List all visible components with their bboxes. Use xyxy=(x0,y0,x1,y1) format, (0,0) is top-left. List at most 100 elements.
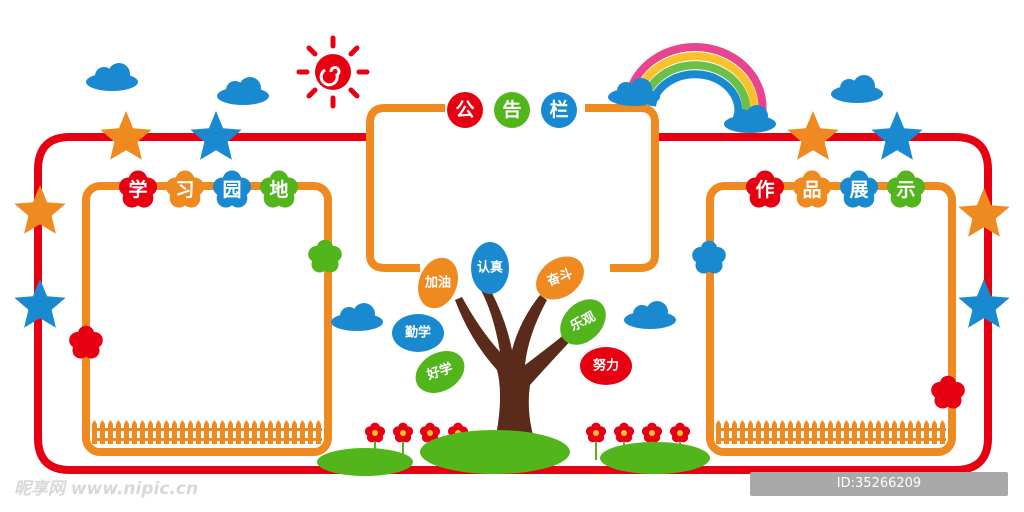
fence-picket xyxy=(900,420,905,444)
fence-picket xyxy=(124,420,129,444)
fence-picket xyxy=(292,420,297,444)
svg-text:展: 展 xyxy=(849,179,868,201)
small-flower-icon xyxy=(392,422,414,443)
fence-picket xyxy=(756,420,761,444)
svg-text:加油: 加油 xyxy=(424,275,451,291)
fence-picket xyxy=(732,420,737,444)
small-flower-icon xyxy=(669,422,691,443)
fence-picket xyxy=(780,420,785,444)
star-icon xyxy=(190,111,242,160)
center-title-char: 公 xyxy=(447,92,483,128)
small-flower-icon xyxy=(419,422,441,443)
flower-icon xyxy=(69,325,103,359)
star-icon xyxy=(14,185,66,234)
center-orange-frame xyxy=(366,104,659,272)
fence-picket xyxy=(236,420,241,444)
fence-picket xyxy=(316,420,321,444)
cloud-icon xyxy=(331,303,383,331)
fence-picket xyxy=(908,420,913,444)
fence-picket xyxy=(772,420,777,444)
fence-picket xyxy=(116,420,121,444)
fence-picket xyxy=(260,420,265,444)
grass xyxy=(317,430,710,476)
star-icon xyxy=(100,111,152,160)
fence-picket xyxy=(724,420,729,444)
fence-picket xyxy=(748,420,753,444)
fence-picket xyxy=(836,420,841,444)
fence-picket xyxy=(164,420,169,444)
right-panel-frame xyxy=(706,182,956,456)
small-flower-icon xyxy=(364,422,386,443)
fence-picket xyxy=(924,420,929,444)
fence-picket xyxy=(884,420,889,444)
flower-icon xyxy=(308,239,342,273)
fence-picket xyxy=(140,420,145,444)
svg-text:栏: 栏 xyxy=(549,98,568,121)
fence-picket xyxy=(868,420,873,444)
fence-picket xyxy=(100,420,105,444)
fence-picket xyxy=(308,420,313,444)
fence-picket xyxy=(796,420,801,444)
small-flower-icon xyxy=(585,422,607,443)
fence-picket xyxy=(132,420,137,444)
svg-text:作: 作 xyxy=(755,178,774,201)
star-icon xyxy=(958,188,1010,237)
svg-text:地: 地 xyxy=(269,178,288,201)
fence-picket xyxy=(804,420,809,444)
star-icon xyxy=(958,279,1010,328)
fence-picket xyxy=(852,420,857,444)
fence-picket xyxy=(148,420,153,444)
fence-picket xyxy=(940,420,945,444)
leaf-label: 勤学 xyxy=(392,314,444,352)
fence-picket xyxy=(108,420,113,444)
right-title-char: 品 xyxy=(792,170,832,208)
leaf-label: 努力 xyxy=(580,347,632,385)
tree-icon xyxy=(455,282,575,455)
fence-picket xyxy=(220,420,225,444)
svg-text:品: 品 xyxy=(802,179,821,201)
left-panel-frame xyxy=(82,182,332,456)
cloud-icon xyxy=(217,77,269,105)
fence-picket xyxy=(268,420,273,444)
left-title-char: 地 xyxy=(259,170,299,208)
svg-text:认真: 认真 xyxy=(477,260,503,276)
fence-picket xyxy=(244,420,249,444)
fence-picket xyxy=(820,420,825,444)
left-title-char: 园 xyxy=(212,170,252,208)
right-title-char: 作 xyxy=(745,170,785,208)
small-flower-icon xyxy=(613,422,635,443)
svg-text:习: 习 xyxy=(175,179,194,201)
star-icon xyxy=(14,279,66,328)
small-flower-icon xyxy=(641,422,663,443)
flower-icon xyxy=(931,375,965,409)
cloud-icon xyxy=(86,63,138,91)
fence-picket xyxy=(228,420,233,444)
fence-picket xyxy=(932,420,937,444)
star-icon xyxy=(871,111,923,160)
fence-picket xyxy=(764,420,769,444)
cloud-icon xyxy=(624,301,676,329)
watermark-id-badge: ID:35266209 NO:20250921122142868105 xyxy=(750,472,1008,512)
fence-picket xyxy=(300,420,305,444)
fence-picket xyxy=(172,420,177,444)
flower-icon xyxy=(692,240,726,274)
cloud-icon xyxy=(608,78,660,106)
fence-picket xyxy=(276,420,281,444)
fence-picket xyxy=(844,420,849,444)
fence-picket xyxy=(284,420,289,444)
leaf-label: 认真 xyxy=(471,242,509,294)
fence-picket xyxy=(156,420,161,444)
cloud-icon xyxy=(724,105,776,133)
fence-picket xyxy=(916,420,921,444)
svg-text:好学: 好学 xyxy=(424,360,455,384)
fence-picket xyxy=(92,420,97,444)
fence-picket xyxy=(876,420,881,444)
watermark-left: 昵享网 www.nipic.cn xyxy=(14,479,199,499)
sun-icon xyxy=(296,35,370,109)
svg-text:园: 园 xyxy=(222,179,241,201)
svg-text:勤学: 勤学 xyxy=(405,325,431,341)
cloud-icon xyxy=(831,75,883,103)
right-title-char: 展 xyxy=(839,170,879,208)
